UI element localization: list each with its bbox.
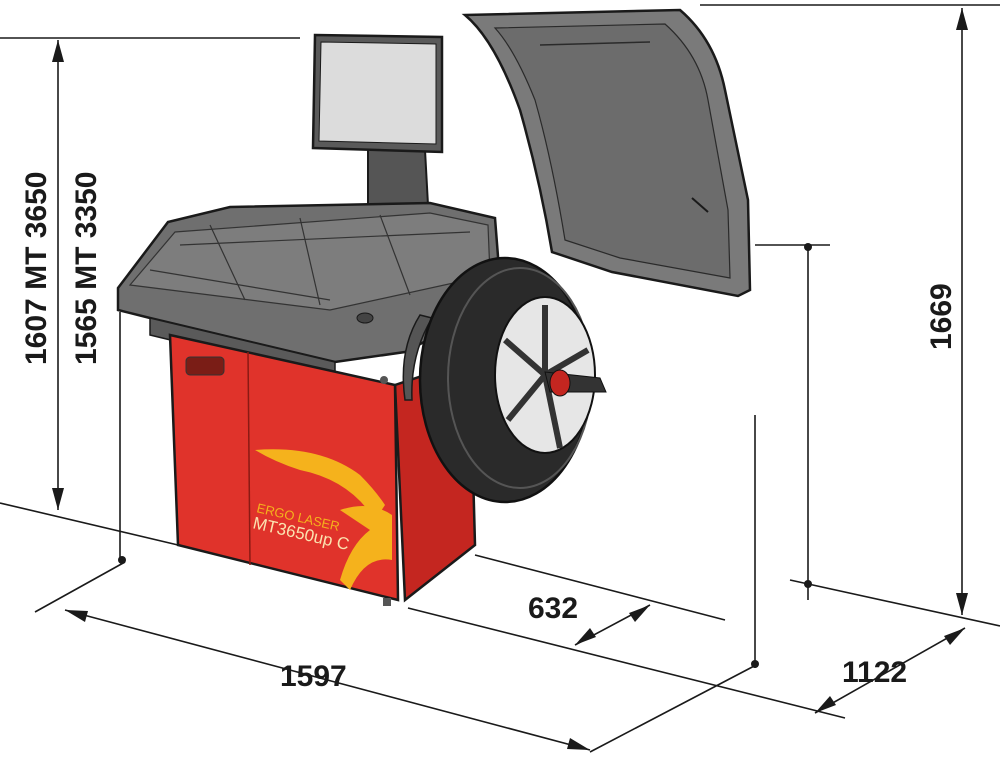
floor-line-left [0,502,179,546]
width-extension-right [589,663,759,753]
arrowhead-icon [629,605,650,622]
arrowhead-icon [52,40,64,62]
arrowhead-icon [65,610,88,622]
width-extension-left [34,561,126,613]
wheel-guard-hood [461,8,752,298]
arrowhead-icon [575,628,596,645]
front-floor-line [407,607,846,719]
arrowhead-icon [956,8,968,30]
arrowhead-icon [815,696,836,713]
monitor-stand [367,149,430,210]
cabinet-front [168,333,400,602]
foot [383,598,391,606]
floor-line-right [789,579,1000,627]
monitor [311,33,444,210]
dimension-lines [0,4,1000,753]
depth-label: 632 [528,592,578,625]
arrowhead-icon [944,628,965,645]
brand-logo-badge [185,356,225,376]
monitor-screen [318,41,437,145]
weight-tray-top [116,201,502,381]
wheel [418,256,607,504]
width-label: 1597 [280,660,347,693]
hood-depth-arrow [814,627,966,714]
arrowhead-icon [567,738,590,750]
depth-extension-line [474,554,726,621]
red-cabinet: ERGO LASER MT3650up C [168,333,477,606]
dot-marker [804,243,812,251]
width-arrow [64,609,591,751]
hood-open-height-label: 1669 [925,283,958,350]
height-label-mt3650: 1607 MT 3650 [20,172,53,365]
arrowhead-icon [52,488,64,510]
arrowhead-icon [956,593,968,615]
hood-depth-label: 1122 [842,656,907,689]
height-label-mt3350: 1565 MT 3350 [70,172,103,365]
